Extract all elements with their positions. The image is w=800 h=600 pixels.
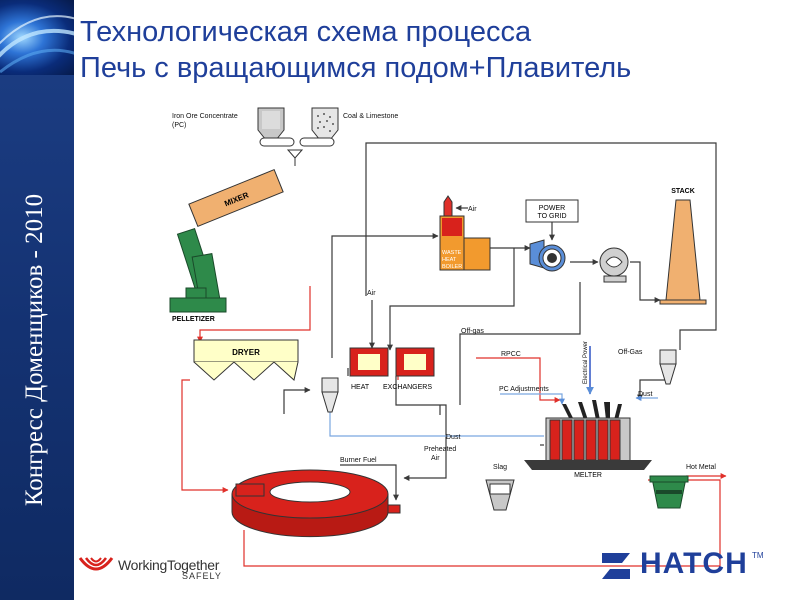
line-fan-to-stack [630,261,661,303]
sidebar: Конгресс Доменщиков - 2010 [0,0,74,600]
heat-label: HEAT [351,384,370,391]
power-label-2: TO GRID [537,213,566,220]
safely-text: SAFELY [182,571,222,581]
red-flow-lines [181,286,727,567]
hot-metal-ladle [649,475,689,509]
hatch-logo-text: HATCH [640,547,748,580]
line-pellets-to-dryer [197,286,311,343]
mixer: MIXER [188,168,284,228]
heat-exchangers: HEAT EXCHANGERS [349,347,435,391]
working-together-text: WorkingTogether [118,557,220,573]
boiler-label-3: BOILER [442,264,462,270]
melter-label: MELTER [574,472,602,479]
slide-title-line1: Технологическая схема процесса [80,16,532,48]
boiler-label-1: WASTE [442,250,462,256]
sidebar-photo [0,0,74,75]
label-burner-fuel: Burner Fuel [340,457,377,464]
pelletizer-label: PELLETIZER [172,316,215,323]
line-rhf-loop [243,479,721,567]
feed-conveyors [259,137,335,166]
power-to-grid-box: POWER TO GRID [525,199,579,223]
line-rhf-to-cyclone [283,387,311,414]
label-preheated-1: Preheated [424,446,456,453]
rotary-hearth-furnace [231,469,401,538]
exchangers-label: EXCHANGERS [383,384,432,391]
stack: STACK [659,188,707,305]
hatch-trademark: TM [752,551,764,560]
label-dust-2: Dust [638,391,652,398]
cyclone-left [321,377,339,413]
label-iron-ore-1: Iron Ore Concentrate [172,113,238,120]
offgas-loop-line [365,142,717,350]
slag-pot [485,479,515,511]
label-offgas-1: Off-gas [461,328,484,335]
coal-bin [311,107,339,141]
label-air-boiler: Air [468,206,477,213]
label-dust-1: Dust [446,434,460,441]
offgas-line [459,282,581,405]
cyclone-right [659,349,677,385]
line-to-boiler [331,233,439,358]
blue-flow-lines [329,346,658,437]
dryer-label: DRYER [232,348,260,357]
label-hot-metal: Hot Metal [686,464,716,471]
line-dust-to-melter [329,412,544,437]
melter: MELTER [524,400,652,479]
turbine [529,239,566,272]
dark-flow-lines [283,142,717,501]
label-air-hx: Air [367,290,376,297]
line-pc-adjustments [500,393,565,405]
line-dryer-to-rhf [181,379,229,493]
label-pc-adjustments: PC Adjustments [499,386,549,393]
stack-label: STACK [671,188,695,195]
line-boiler-return [387,248,515,351]
dryer: DRYER [193,339,299,381]
label-offgas-2: Off-Gas [618,349,643,356]
waste-heat-boiler: WASTE HEAT BOILER [439,195,491,271]
label-preheated-2: Air [431,455,440,462]
label-coal: Coal & Limestone [343,113,398,120]
slide-title-line2: Печь с вращающимся подом+Плавитель [80,52,632,84]
power-label-1: POWER [539,205,565,212]
pelletizer: PELLETIZER [169,228,227,323]
line-preheated-air [395,376,447,481]
label-slag: Slag [493,464,507,471]
boiler-label-2: HEAT [442,257,457,263]
label-electrical-power: Electrical Power [583,341,589,384]
hatch-logo-icon [602,553,630,579]
line-burner-fuel [340,464,399,501]
label-rpcc: RPCC [501,351,521,358]
working-together-logo-icon [78,557,114,571]
iron-ore-bin [257,107,285,141]
flame-graphic [0,15,74,74]
exhaust-fan [599,247,629,283]
label-iron-ore-2: (PC) [172,122,186,129]
line-rpcc [476,357,561,403]
